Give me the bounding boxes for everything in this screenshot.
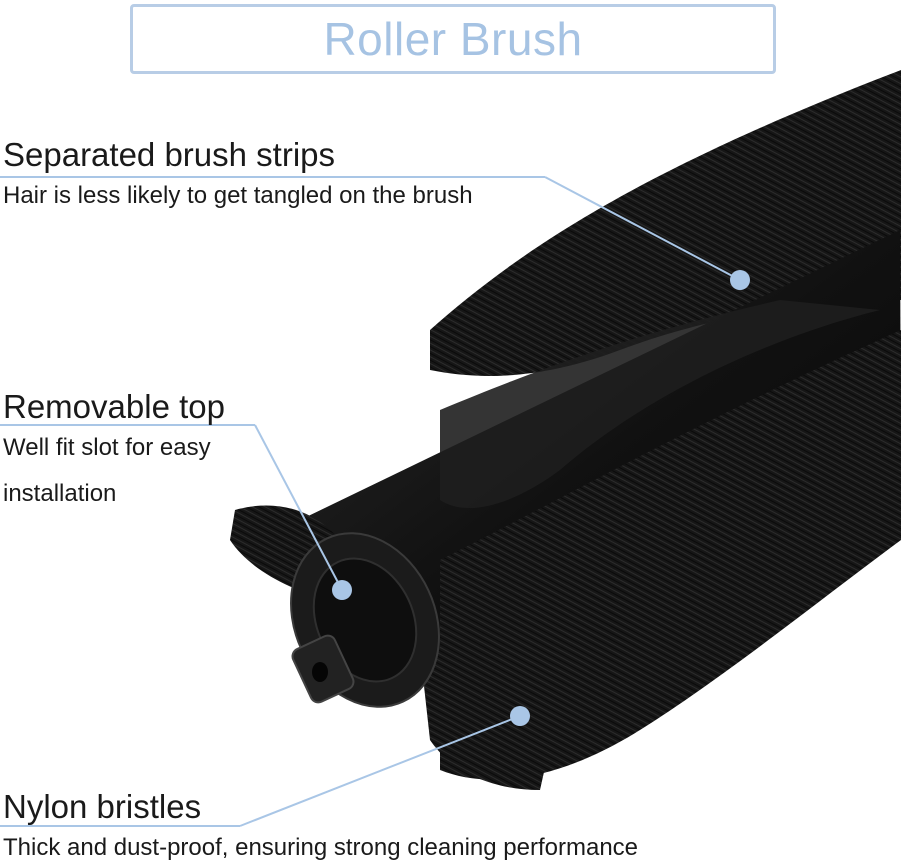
spiral-strip: [440, 300, 880, 509]
callout-desc-top-line1: Well fit slot for easy: [3, 434, 211, 461]
page-title: Roller Brush: [323, 13, 583, 65]
callout-desc-nylon: Thick and dust-proof, ensuring strong cl…: [3, 834, 639, 861]
callout-title-nylon: Nylon bristles: [3, 788, 202, 825]
callout-desc-strips: Hair is less likely to get tangled on th…: [3, 182, 473, 209]
axle-hole: [312, 662, 328, 682]
callout-desc-top-line2: installation: [3, 480, 117, 507]
callout-title-top: Removable top: [3, 388, 225, 425]
callout-title-strips: Separated brush strips: [3, 136, 336, 173]
title-box: Roller Brush: [130, 4, 776, 74]
lower-bristle-strip: [440, 330, 901, 780]
